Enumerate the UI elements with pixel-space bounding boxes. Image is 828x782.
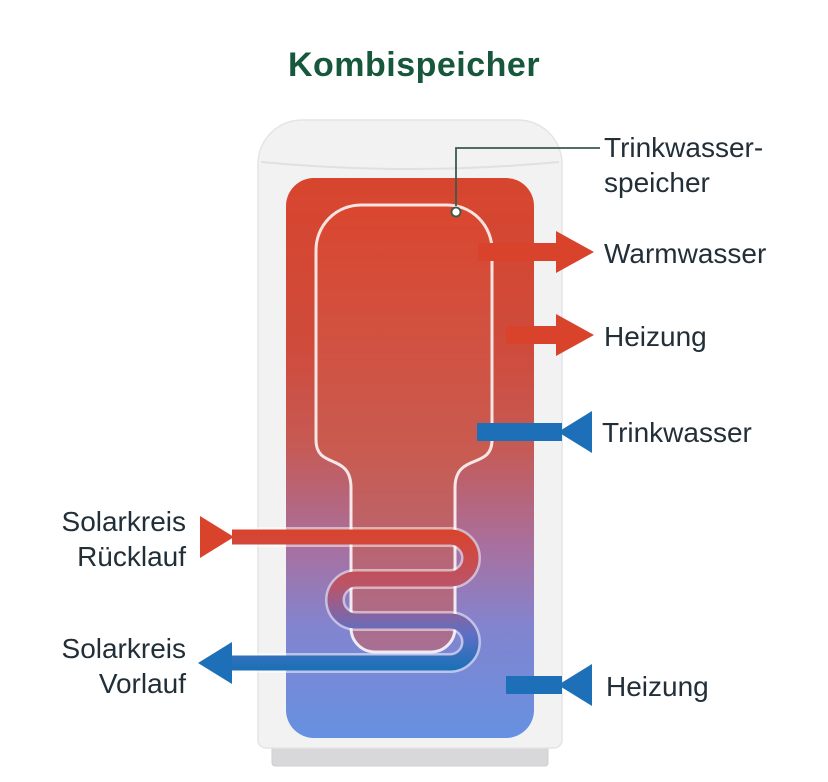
solar-coil [232,529,479,671]
diagram-title: Kombispeicher [287,46,541,84]
heizung-supply-arrow [506,314,594,356]
heizung-return-arrow [506,664,592,706]
label-warmwasser: Warmwasser [604,238,767,269]
label-solarkreis-vorlauf: Solarkreis Vorlauf [62,631,186,701]
label-trinkwasserspeicher: Trinkwasser- speicher [604,130,763,200]
heizung-supply-arrow-head [556,314,594,356]
label-solarkreis-vorlauf-line2: Vorlauf [98,668,186,699]
label-heizung-top: Heizung [604,321,707,352]
label-heizung-bottom: Heizung [606,671,709,702]
leader-line [455,147,600,206]
trinkwasser-arrow-head [558,411,592,453]
heizung-supply-arrow-shaft [506,326,558,344]
warmwasser-arrow [478,231,594,273]
warmwasser-arrow-shaft [478,243,558,261]
label-solarkreis-ruecklauf-line1: Solarkreis [61,506,186,537]
trinkwasser-arrow [477,411,592,453]
label-trinkwasser: Trinkwasser [602,417,752,448]
label-trinkwasserspeicher-line1: Trinkwasser- [604,132,764,163]
heizung-return-arrow-head [558,664,592,706]
solar-ruecklauf-arrowhead [200,516,234,558]
heizung-return-arrow-shaft [506,676,562,694]
label-solarkreis-ruecklauf: Solarkreis Rücklauf [62,504,186,574]
label-solarkreis-vorlauf-line1: Solarkreis [61,633,186,664]
solar-vorlauf-arrowhead [198,642,232,684]
tank-lid-seam [260,161,560,170]
trinkwasser-arrow-shaft [477,423,562,441]
leader-dot [450,206,462,218]
label-solarkreis-ruecklauf-line2: Rücklauf [77,541,186,572]
warmwasser-arrow-head [556,231,594,273]
label-trinkwasserspeicher-line2: speicher [604,167,710,198]
